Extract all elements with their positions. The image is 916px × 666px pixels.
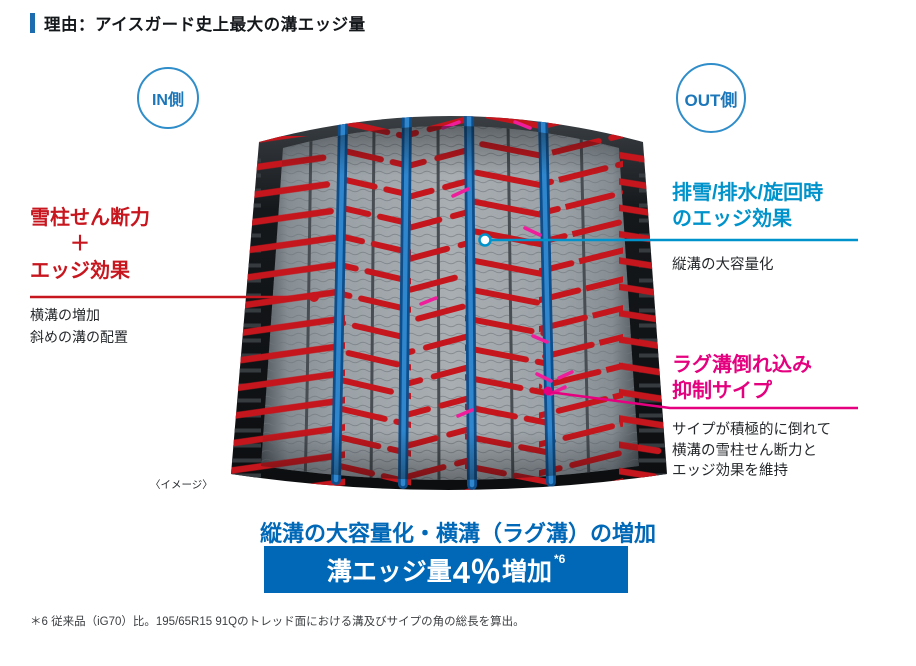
callout-snow-shear-title-line3: エッジ効果 [30,259,130,282]
callout-snow-shear-title: 雪柱せん断力 ＋ エッジ効果 [30,205,150,284]
callout-snow-shear-desc: 横溝の増加 斜めの溝の配置 [30,305,128,348]
callout-sipe-desc-line3: エッジ効果を維持 [672,463,788,480]
header: 理由：アイスガード史上最大の溝エッジ量 [30,11,366,35]
image-disclaimer-note: 〈イメージ〉 [150,479,213,491]
callout-edge-effect-title-line1: 排雪/排水/旋回時 [672,182,824,204]
callout-edge-effect-title: 排雪/排水/旋回時 のエッジ効果 [672,180,823,232]
callout-snow-shear-title-line1: 雪柱せん断力 [30,207,150,229]
callout-edge-effect-desc: 縦溝の大容量化 [672,257,774,273]
out-side-label: OUT側 [684,90,738,110]
header-accent-bar [30,13,35,33]
in-side-badge: IN側 [137,67,199,129]
callout-sipe-title-line2: 抑制サイプ [672,380,772,402]
callout-sipe-desc-line2: 横溝の雪柱せん断力と [672,442,817,459]
badge-prefix: 溝エッジ量 [326,557,452,586]
footnote: ＊6 従来品（iG70）比。195/65R15 91Qのトレッド面における溝及び… [30,616,525,628]
tire-tread-illustration [231,116,667,490]
in-side-label: IN側 [151,92,184,109]
summary-headline: 縦溝の大容量化・横溝（ラグ溝）の増加 [259,521,656,546]
out-side-badge: OUT側 [676,63,746,133]
callout-edge-effect-title-line2: のエッジ効果 [672,208,792,230]
callout-sipe-desc: サイプが積極的に倒れて 横溝の雪柱せん断力と エッジ効果を維持 [672,420,831,482]
callout-sipe-title-line1: ラグ溝倒れ込み [672,354,812,376]
badge-footnote-ref: *6 [553,551,566,566]
groove-edge-increase-badge: 溝エッジ量 4％ 増加 *6 [264,546,628,593]
callout-snow-shear-desc-line2: 斜めの溝の配置 [30,328,128,345]
badge-suffix: 増加 [501,557,552,586]
callout-sipe-title: ラグ溝倒れ込み 抑制サイプ [672,352,812,404]
badge-value: 4％ [452,555,501,590]
callout-snow-shear-title-line2: ＋ [70,233,90,256]
page-title: 理由：アイスガード史上最大の溝エッジ量 [44,16,366,34]
callout-snow-shear-desc-line1: 横溝の増加 [30,307,100,323]
tread-shading [261,126,639,480]
callout-sipe-desc-line1: サイプが積極的に倒れて [672,422,832,438]
